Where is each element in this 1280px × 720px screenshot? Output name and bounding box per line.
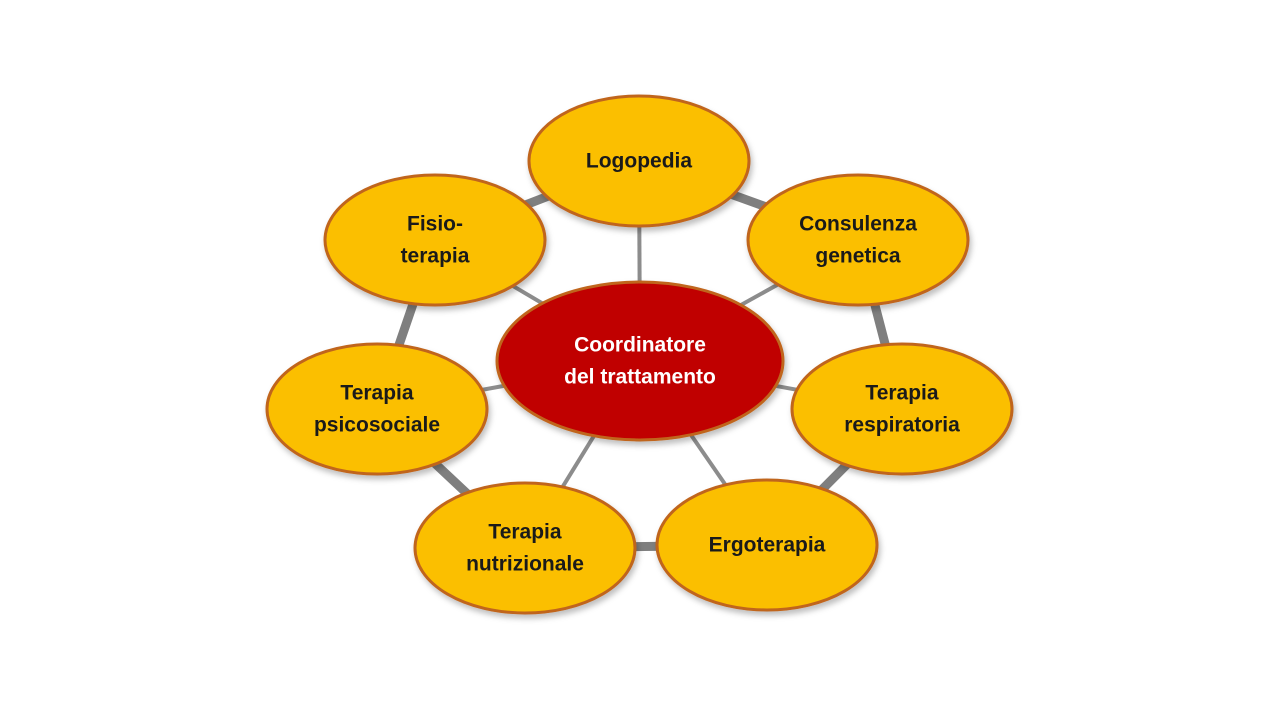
node-terapia-nutrizionale: Terapia nutrizionale bbox=[413, 481, 637, 615]
node-ellipse bbox=[323, 173, 547, 307]
node-ellipse bbox=[790, 342, 1014, 476]
node-label: terapia bbox=[401, 245, 470, 268]
node-fisioterapia: Fisio-terapia bbox=[323, 173, 547, 307]
node-logopedia: Logopedia bbox=[527, 94, 751, 228]
node-consulenza-genetica: Consulenza genetica bbox=[746, 173, 970, 307]
node-label: Terapia bbox=[865, 382, 938, 405]
node-label: Fisio- bbox=[407, 213, 463, 236]
node-label: Ergoterapia bbox=[709, 534, 826, 557]
center-label: del trattamento bbox=[564, 366, 716, 389]
center-node-group: Coordinatore del trattamento bbox=[495, 280, 785, 442]
center-label: Coordinatore bbox=[574, 334, 706, 357]
node-ergoterapia: Ergoterapia bbox=[655, 478, 879, 612]
node-label: respiratoria bbox=[844, 414, 960, 437]
node-ellipse bbox=[655, 478, 879, 612]
node-label: Logopedia bbox=[586, 150, 692, 173]
center-ellipse bbox=[495, 280, 785, 442]
node-terapia-respiratoria: Terapia respiratoria bbox=[790, 342, 1014, 476]
node-label: psicosociale bbox=[314, 414, 440, 437]
node-ellipse bbox=[413, 481, 637, 615]
node-label: Terapia bbox=[488, 521, 561, 544]
node-label: genetica bbox=[815, 245, 901, 268]
center-node: Coordinatore del trattamento bbox=[495, 280, 785, 442]
node-label: Terapia bbox=[340, 382, 413, 405]
node-label: Consulenza bbox=[799, 213, 917, 236]
node-label: nutrizionale bbox=[466, 553, 584, 576]
node-ellipse bbox=[265, 342, 489, 476]
node-ellipse bbox=[527, 94, 751, 228]
node-terapia-psicosociale: Terapia psicosociale bbox=[265, 342, 489, 476]
node-ellipse bbox=[746, 173, 970, 307]
